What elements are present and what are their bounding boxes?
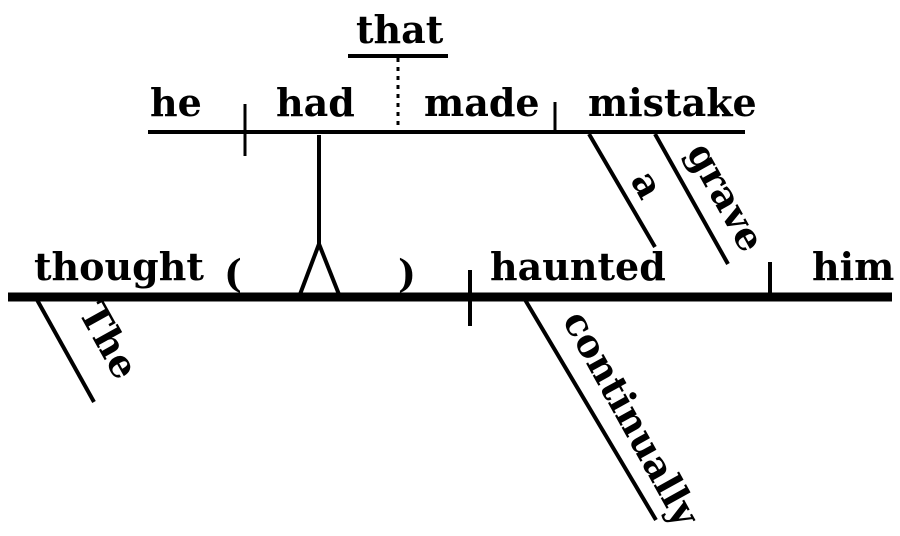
pedestal-left-leg: [297, 243, 321, 298]
sub-object-word: mistake: [588, 80, 757, 125]
main-subject-modifier-word: The: [70, 295, 148, 387]
sub-object-modifier-line-a: [587, 132, 657, 249]
main-verb-modifier-line: [522, 296, 658, 522]
pedestal-right-leg: [317, 243, 342, 298]
main-object-word: him: [812, 244, 894, 289]
sub-object-modifier-word-a: a: [622, 163, 673, 206]
conjunction-word: that: [356, 7, 444, 52]
open-paren: (: [224, 251, 242, 296]
sub-verb-aux-word: had: [276, 80, 355, 125]
main-verb-modifier-word: continually: [554, 303, 710, 531]
close-paren: ): [398, 251, 416, 296]
main-subject-word: thought: [34, 244, 204, 289]
sub-verb-word: made: [424, 80, 540, 125]
main-verb-word: haunted: [490, 244, 666, 289]
main-subject-modifier-line: [34, 297, 96, 403]
sub-subject-word: he: [150, 80, 202, 125]
sub-object-modifier-line-grave: [653, 133, 730, 265]
